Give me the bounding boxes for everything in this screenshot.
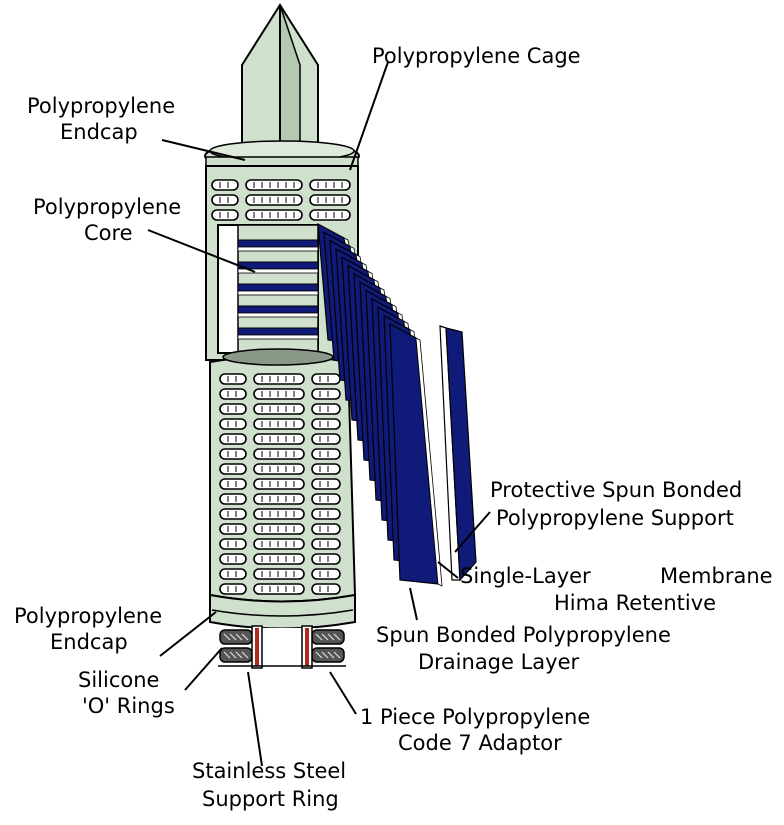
cage-slot xyxy=(312,434,340,444)
label-cage: Polypropylene Cage xyxy=(372,44,581,68)
adaptor-assembly xyxy=(218,626,346,668)
label-core-line2: Core xyxy=(84,221,133,245)
cage-slot xyxy=(312,374,340,384)
label-hima: Hima Retentive xyxy=(554,591,716,615)
top-fin xyxy=(242,5,318,150)
cage-slot xyxy=(312,389,340,399)
core-band xyxy=(238,306,318,313)
label-single-layer: Single-Layer xyxy=(460,564,591,588)
label-adaptor-line1: 1 Piece Polypropylene xyxy=(360,705,590,729)
cage-slot xyxy=(310,210,350,220)
cage-slot xyxy=(220,494,246,504)
cage-slot xyxy=(312,524,340,534)
label-ring-line1: Stainless Steel xyxy=(192,759,346,783)
cage-slot xyxy=(220,569,246,579)
upper-cage-slots xyxy=(212,180,350,220)
label-top-endcap-line2: Endcap xyxy=(60,120,138,144)
cage-slot xyxy=(312,554,340,564)
label-silicone-line1: Silicone xyxy=(78,668,159,692)
core-band xyxy=(238,240,318,247)
cage-slot xyxy=(312,464,340,474)
cage-slot xyxy=(220,419,246,429)
cage-slot xyxy=(312,509,340,519)
cage-slot xyxy=(310,180,350,190)
cage-slot xyxy=(312,479,340,489)
cage-slot xyxy=(220,449,246,459)
cage-slot xyxy=(220,389,246,399)
cage-slot xyxy=(310,195,350,205)
core-band-gap xyxy=(238,335,318,339)
core-band xyxy=(238,284,318,291)
cage-slot xyxy=(220,539,246,549)
cage-slot xyxy=(220,584,246,594)
cage-slot xyxy=(220,404,246,414)
label-protective-line1: Protective Spun Bonded xyxy=(490,478,742,502)
cage-slot xyxy=(220,374,246,384)
cage-slot xyxy=(212,195,238,205)
label-ring-line2: Support Ring xyxy=(202,787,339,811)
core-top-rim xyxy=(223,349,333,365)
label-drainage-line1: Spun Bonded Polypropylene xyxy=(376,623,671,647)
cage-slot xyxy=(220,509,246,519)
label-core-line1: Polypropylene xyxy=(33,195,181,219)
support-ring-left xyxy=(255,628,259,666)
label-bottom-endcap-line1: Polypropylene xyxy=(14,604,162,628)
cage-slot xyxy=(312,404,340,414)
label-silicone-line2: 'O' Rings xyxy=(82,694,175,718)
label-top-endcap-line1: Polypropylene xyxy=(27,94,175,118)
cage-slot xyxy=(212,210,238,220)
lower-cage-slots xyxy=(220,374,340,594)
cage-slot xyxy=(312,494,340,504)
cage-slot xyxy=(312,584,340,594)
cage-slot xyxy=(220,479,246,489)
cage-slot xyxy=(312,419,340,429)
cage-slot xyxy=(220,464,246,474)
support-ring-right xyxy=(305,628,309,666)
cage-slot xyxy=(312,539,340,549)
core-band xyxy=(238,262,318,269)
label-adaptor-line2: Code 7 Adaptor xyxy=(398,731,562,755)
lower-cage xyxy=(210,349,355,602)
label-drainage-line2: Drainage Layer xyxy=(418,650,580,674)
core-band-gap xyxy=(238,291,318,295)
label-protective-line2: Polypropylene Support xyxy=(496,506,734,530)
cage-slot xyxy=(220,524,246,534)
cage-slot xyxy=(212,180,238,190)
core-band-gap xyxy=(238,247,318,251)
cage-slot xyxy=(220,434,246,444)
core-band xyxy=(238,328,318,335)
label-membrane: Membrane xyxy=(660,564,773,588)
core-band-gap xyxy=(238,313,318,317)
label-bottom-endcap-line2: Endcap xyxy=(50,630,128,654)
cage-slot xyxy=(312,569,340,579)
cage-slot xyxy=(312,449,340,459)
cage-slot xyxy=(220,554,246,564)
